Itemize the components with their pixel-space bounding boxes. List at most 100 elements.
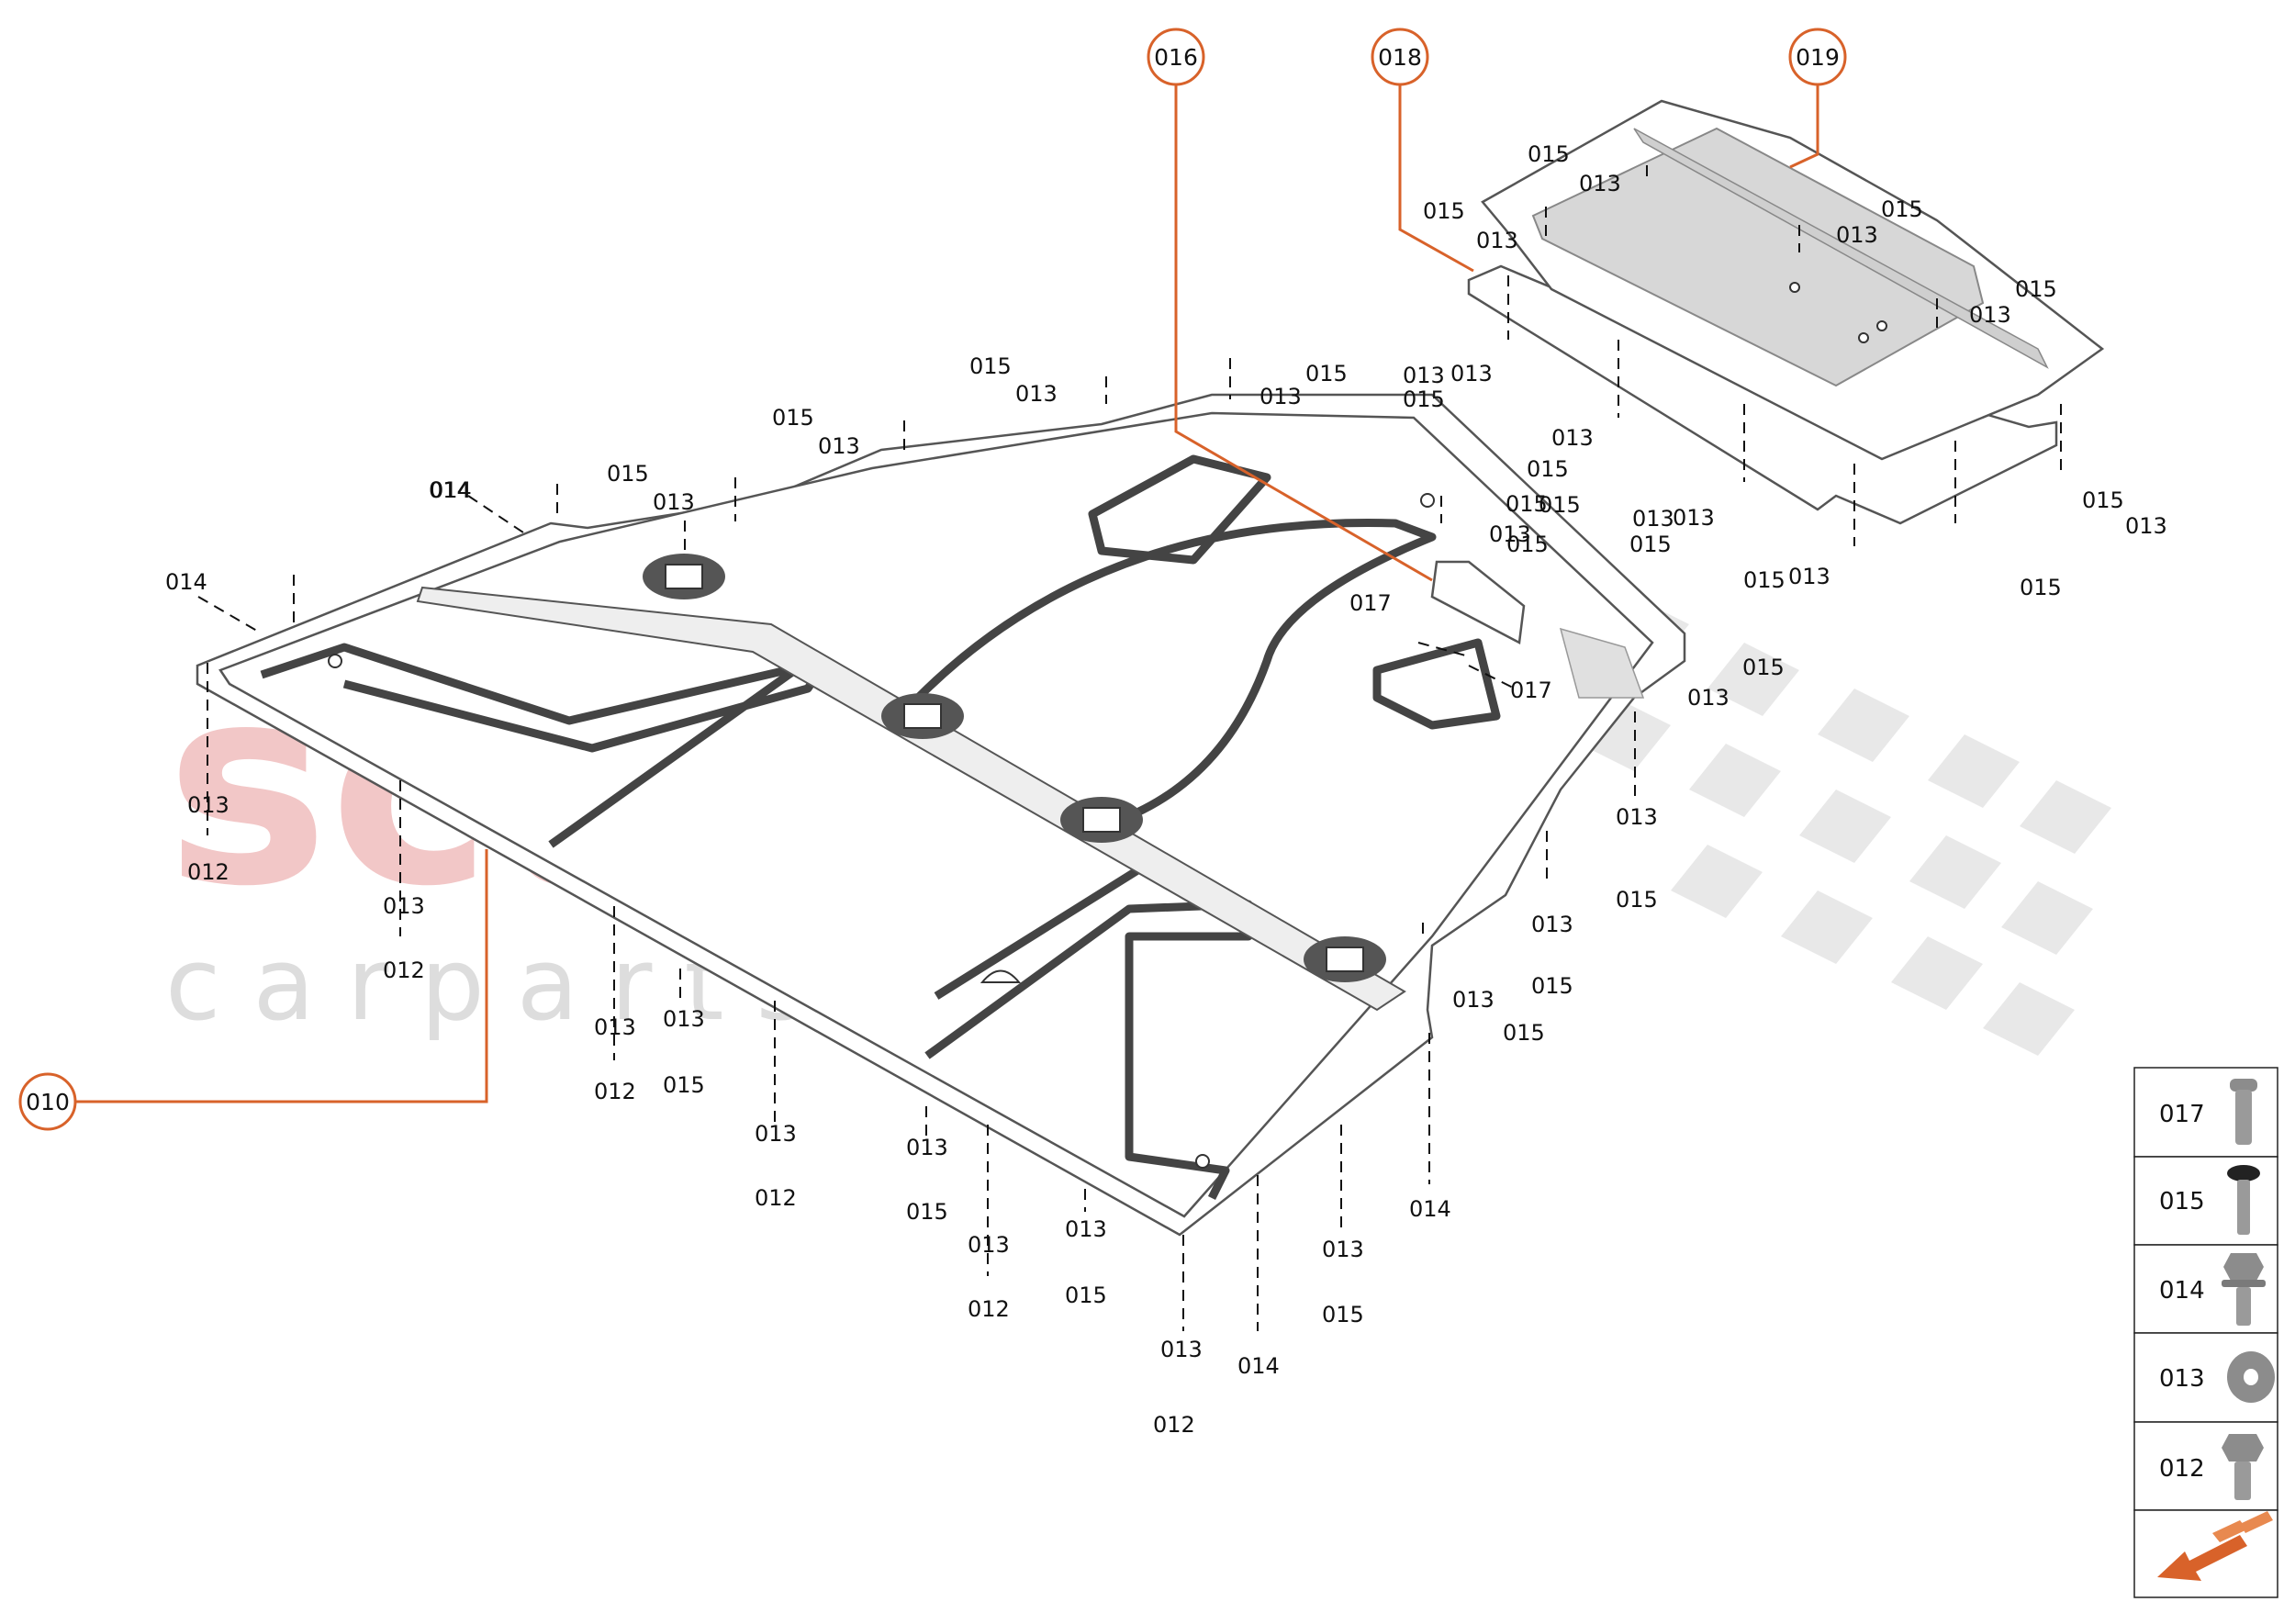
part-label[interactable]: 012 [594, 1079, 636, 1104]
part-label[interactable]: 015 [607, 461, 649, 487]
part-label[interactable]: 014 [165, 569, 207, 595]
part-label[interactable]: 014 [1237, 1353, 1280, 1379]
part-label[interactable]: 015 [1506, 491, 1548, 517]
part-label[interactable]: 014 [1409, 1196, 1451, 1222]
part-label[interactable]: 017 [1349, 590, 1392, 616]
rear-underbody-panel [1467, 99, 2105, 525]
part-labels: 014 014 013 012 013 012 013 012 013 015 … [165, 141, 2167, 1438]
mount-cup [881, 693, 964, 739]
hex-flange-bolt-icon [2222, 1253, 2266, 1326]
part-label[interactable]: 013 [1579, 171, 1621, 196]
part-label[interactable]: 015 [1629, 532, 1672, 557]
legend-item-012[interactable]: 012 [2159, 1434, 2264, 1500]
part-label[interactable]: 015 [772, 405, 814, 431]
legend-code: 013 [2159, 1365, 2205, 1393]
mount-cup [1304, 936, 1386, 982]
part-label[interactable]: 013 [968, 1232, 1010, 1258]
part-label[interactable]: 013 [1015, 381, 1058, 407]
part-label[interactable]: 015 [1616, 887, 1658, 913]
part-label[interactable]: 015 [1881, 196, 1923, 222]
part-label[interactable]: 013 [1452, 987, 1495, 1013]
part-label[interactable]: 013 [1551, 425, 1594, 451]
part-label[interactable]: 015 [663, 1072, 705, 1098]
callout-010[interactable]: 010 [18, 1072, 77, 1131]
legend-code: 012 [2159, 1455, 2205, 1483]
callout-leaders [64, 81, 1819, 1103]
part-label[interactable]: 013 [1403, 363, 1445, 388]
push-rivet-icon [2230, 1079, 2257, 1145]
part-label[interactable]: 015 [969, 353, 1012, 379]
part-label[interactable]: 013 [755, 1121, 797, 1147]
part-label[interactable]: 013 [1616, 804, 1658, 830]
part-label[interactable]: 013 [1836, 222, 1878, 248]
part-label[interactable]: 013 [653, 489, 695, 515]
fastener-leader-lines [197, 165, 2062, 1331]
part-label[interactable]: 013 [1476, 228, 1518, 253]
legend-item-013[interactable]: 013 [2159, 1351, 2275, 1403]
part-label[interactable]: 015 [1423, 198, 1465, 224]
part-label[interactable]: 015 [2015, 276, 2057, 302]
part-label[interactable]: 015 [1742, 655, 1785, 680]
checkered-flag-watermark [1579, 597, 2111, 1056]
part-label[interactable]: 015 [1403, 386, 1445, 412]
part-label[interactable]: 015 [1527, 456, 1569, 482]
part-label[interactable]: 015 [1503, 1020, 1545, 1046]
callout-label: 019 [1796, 44, 1840, 71]
part-label[interactable]: 015 [1531, 973, 1573, 999]
hex-bolt-icon [2222, 1434, 2264, 1500]
part-label[interactable]: 013 [818, 433, 860, 459]
part-label[interactable]: 014 [430, 477, 472, 503]
legend-code: 014 [2159, 1277, 2205, 1305]
part-label[interactable]: 012 [187, 859, 230, 885]
part-label[interactable]: 015 [2082, 487, 2124, 513]
part-label[interactable]: 015 [906, 1199, 948, 1225]
part-label[interactable]: 012 [968, 1296, 1010, 1322]
callout-label: 016 [1154, 44, 1198, 71]
mount-cup [1060, 797, 1143, 843]
part-label[interactable]: 013 [663, 1006, 705, 1032]
part-label[interactable]: 013 [187, 792, 230, 818]
part-label[interactable]: 013 [1969, 302, 2011, 328]
part-label[interactable]: 013 [1322, 1237, 1364, 1262]
part-label[interactable]: 013 [1531, 912, 1573, 937]
part-label[interactable]: 013 [1489, 521, 1531, 547]
part-label[interactable]: 013 [906, 1135, 948, 1160]
part-label[interactable]: 012 [1153, 1412, 1195, 1438]
part-label[interactable]: 013 [1259, 384, 1302, 409]
part-label[interactable]: 015 [1065, 1282, 1107, 1308]
callout-019[interactable]: 019 [1788, 28, 1847, 86]
part-label[interactable]: 013 [1788, 564, 1830, 589]
callout-018[interactable]: 018 [1371, 28, 1429, 86]
part-label[interactable]: 013 [1450, 361, 1493, 386]
part-label[interactable]: 015 [1528, 141, 1570, 167]
part-label[interactable]: 013 [2125, 513, 2167, 539]
washer-icon [2227, 1351, 2275, 1403]
part-label[interactable]: 015 [1539, 492, 1581, 518]
part-label[interactable]: 012 [383, 958, 425, 983]
legend-code: 017 [2159, 1101, 2205, 1128]
part-label[interactable]: 013 [1687, 685, 1730, 711]
callout-016[interactable]: 016 [1147, 28, 1205, 86]
part-label[interactable]: 013 [1632, 506, 1674, 532]
legend-item-017[interactable]: 017 [2159, 1079, 2257, 1145]
part-label[interactable]: 015 [1506, 532, 1549, 557]
part-label[interactable]: 015 [2020, 575, 2062, 600]
part-label[interactable]: 013 [1673, 505, 1715, 531]
part-label[interactable]: 013 [594, 1014, 636, 1040]
legend-item-015[interactable]: 015 [2159, 1165, 2260, 1235]
main-underbody-panel [196, 393, 1686, 1237]
part-label[interactable]: 013 [1160, 1337, 1203, 1362]
part-label[interactable]: 015 [1322, 1302, 1364, 1327]
part-label[interactable]: 017 [1510, 678, 1552, 703]
part-label[interactable]: 013 [1065, 1216, 1107, 1242]
part-label[interactable]: 015 [1743, 567, 1786, 593]
callout-label: 018 [1378, 44, 1422, 71]
part-label[interactable]: 013 [383, 893, 425, 919]
part-label[interactable]: 012 [755, 1185, 797, 1211]
legend-item-014[interactable]: 014 [2159, 1253, 2266, 1326]
screw-black-head-icon [2227, 1165, 2260, 1235]
part-label[interactable]: 014 [429, 477, 471, 503]
orange-direction-arrow-icon[interactable] [2157, 1511, 2273, 1581]
part-label[interactable]: 015 [1305, 361, 1348, 386]
